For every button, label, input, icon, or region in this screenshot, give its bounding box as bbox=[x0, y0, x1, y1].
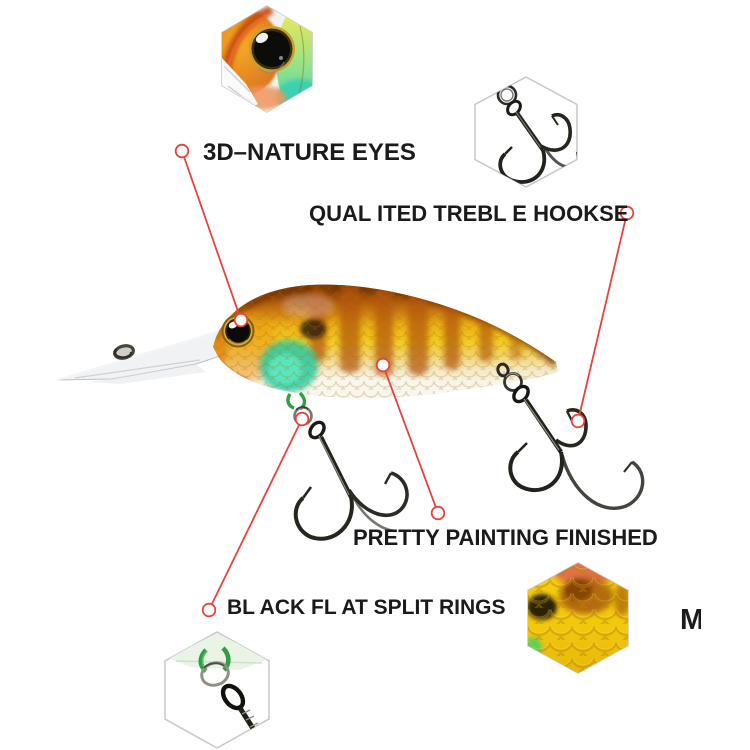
label-pretty-painting-finished: PRETTY PAINTING FINISHED bbox=[353, 525, 658, 550]
endpoint-circle bbox=[174, 143, 190, 159]
endpoint-circle bbox=[430, 505, 446, 521]
closeup-eye bbox=[249, 26, 295, 74]
cropped-letter-text: M bbox=[680, 606, 701, 636]
endpoint-circle bbox=[201, 602, 217, 618]
rear-hook-hanger bbox=[496, 362, 510, 378]
endpoint-circle bbox=[294, 411, 310, 427]
split-ring-closeup-hexagon bbox=[164, 631, 270, 749]
leader-line-eyes bbox=[181, 150, 242, 321]
lure-photo bbox=[56, 284, 645, 541]
eye-closeup-hexagon bbox=[221, 5, 313, 113]
label-black-flat-split-rings: BL ACK FL AT SPLIT RINGS bbox=[227, 596, 506, 619]
endpoint-circle bbox=[233, 312, 249, 328]
label-quality-treble-hooks: QUAL ITED TREBL E HOOKSE bbox=[309, 201, 629, 226]
cropped-letter-m: M bbox=[680, 606, 701, 638]
painted-scales-closeup-hexagon bbox=[527, 562, 629, 674]
belly-treble-hook bbox=[286, 391, 409, 541]
leader-line-split-rings bbox=[208, 418, 303, 611]
treble-hook-closeup-hexagon bbox=[474, 76, 578, 188]
leader-lines bbox=[181, 150, 628, 611]
endpoint-circle bbox=[619, 205, 635, 221]
leader-line-hooks bbox=[577, 212, 628, 422]
label-3d-nature-eyes: 3D–NATURE EYES bbox=[203, 139, 416, 166]
lure-body-paint bbox=[213, 284, 558, 399]
leader-line-painting bbox=[382, 364, 439, 514]
line-tie-clip bbox=[113, 344, 135, 360]
endpoint-circle bbox=[570, 413, 586, 429]
rear-treble-hook bbox=[496, 362, 645, 510]
endpoint-circle bbox=[375, 357, 391, 373]
leader-endpoints bbox=[174, 143, 635, 618]
